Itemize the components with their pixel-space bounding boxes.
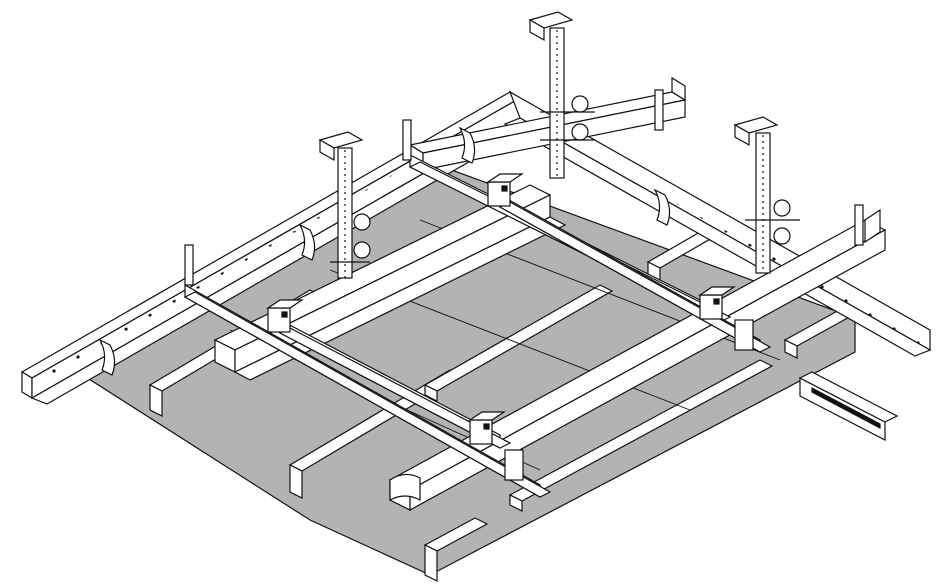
clip-6	[734, 319, 754, 351]
hanger-right	[733, 116, 800, 274]
loose-clip	[798, 371, 899, 441]
clip-2	[486, 173, 524, 207]
clip-5	[504, 449, 524, 481]
hanger-left	[318, 131, 371, 279]
clip-1	[266, 299, 304, 333]
main-runner-rear	[408, 76, 687, 172]
wall-angle-left	[20, 91, 537, 405]
clip-3	[698, 286, 736, 320]
hanger-center	[528, 11, 595, 179]
wall-clips	[98, 89, 864, 376]
main-runner-right	[388, 208, 887, 512]
clip-4	[468, 411, 506, 445]
main-runner-left	[213, 184, 567, 381]
runner-clips	[266, 173, 754, 481]
wall-angle-right	[503, 90, 932, 357]
